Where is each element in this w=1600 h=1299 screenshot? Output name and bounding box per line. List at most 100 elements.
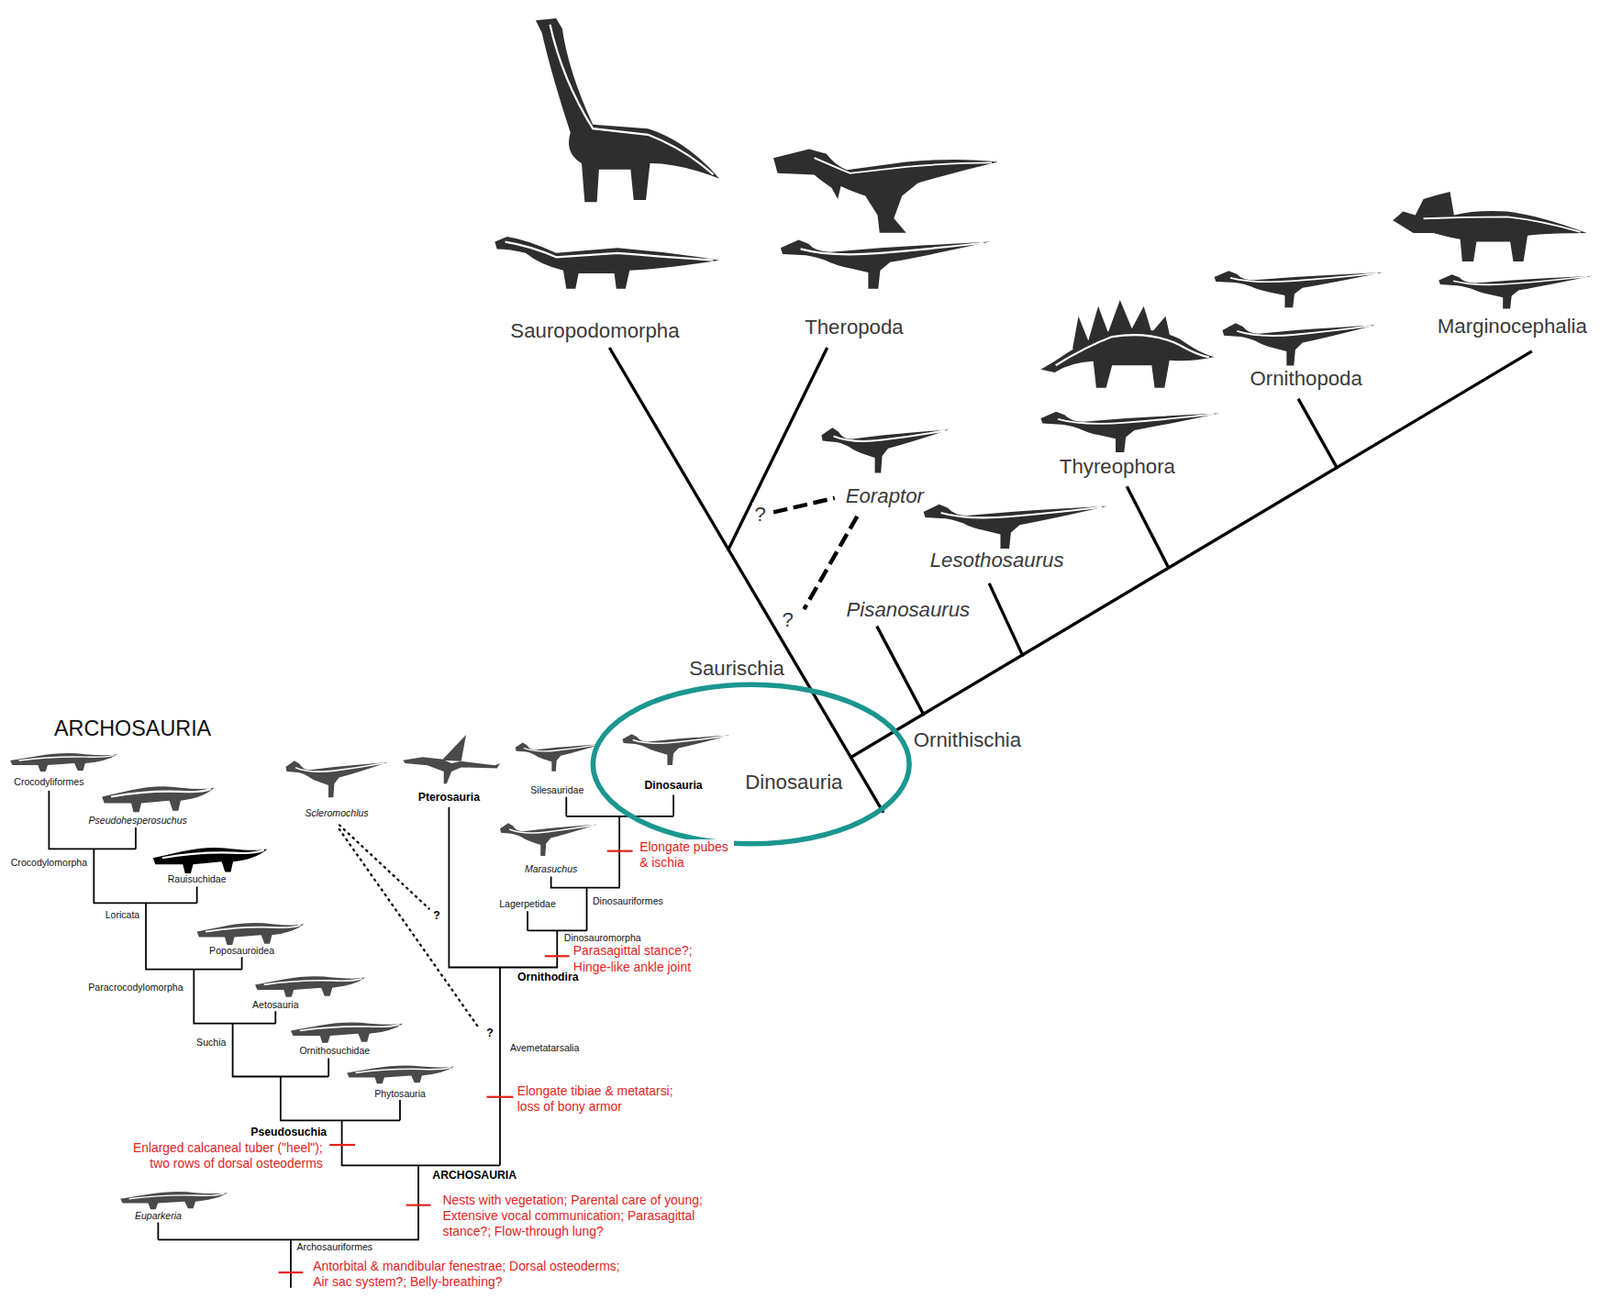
- clade-label: Dinosauriformes: [590, 895, 666, 908]
- croc-figure: [197, 922, 305, 945]
- branch: [289, 1239, 292, 1288]
- clade-label: Paracrocodylomorpha: [86, 981, 185, 994]
- clade-label: Crocodyliformes: [11, 776, 86, 789]
- figure-use: [1438, 274, 1592, 309]
- character-note: Parasagittal stance?; Hinge-like ankle j…: [571, 943, 699, 976]
- synapomorphy-tick: [544, 955, 570, 957]
- synapomorphy-tick: [278, 1271, 304, 1274]
- clade-label: Marginocephalia: [1435, 314, 1589, 340]
- clade-label: Dinosauromorpha: [562, 932, 644, 945]
- branch: [989, 584, 1023, 656]
- croc-figure: [255, 976, 366, 997]
- clade-label: Euparkeria: [133, 1210, 184, 1223]
- highlight-ellipse: Dinosauria Dinosauria: [589, 681, 912, 847]
- branch: [193, 969, 276, 1024]
- scelidosaur-figure: [1040, 411, 1220, 453]
- ornithopod-figure: [1214, 270, 1384, 308]
- dotted-link: [338, 824, 430, 910]
- character-note: Elongate pubes & ischia: [637, 839, 734, 872]
- figure-use: [346, 1065, 455, 1084]
- clade-label: Phytosauria: [372, 1088, 428, 1100]
- figure-use: [500, 822, 598, 856]
- clade-label: Archosauriformes: [294, 1241, 375, 1254]
- figure-use: [101, 786, 214, 812]
- figure-use: [1392, 191, 1587, 262]
- croc-figure: [101, 786, 214, 812]
- clade-label: Crocodylomorpha: [9, 856, 89, 869]
- croc-figure: [120, 1191, 228, 1210]
- branch: [728, 348, 827, 549]
- figure-use: [780, 239, 990, 289]
- branch: [145, 902, 243, 969]
- ellipse-outline: [589, 681, 912, 847]
- branch: [157, 1165, 419, 1240]
- clade-label: Avemetatarsalia: [508, 1042, 581, 1055]
- figure-use: [622, 733, 730, 766]
- clade-label: Ornithopoda: [1247, 366, 1364, 392]
- figure-use: [290, 1022, 403, 1043]
- clade-label: Thyreophora: [1057, 455, 1178, 480]
- clade-label: Aetosauria: [250, 999, 300, 1012]
- clade-label: Silesauridae: [528, 784, 586, 797]
- croc-figure: [10, 753, 118, 772]
- figure-use: [494, 236, 720, 289]
- character-note: Antorbital & mandibular fenestrae; Dorsa…: [311, 1258, 626, 1291]
- uncertainty-mark: ?: [779, 608, 795, 634]
- clade-name: Dinosauria: [743, 770, 845, 796]
- figure-use: [153, 847, 268, 874]
- clade-label: Sauropodomorpha: [508, 319, 681, 345]
- figure-use: [1222, 322, 1376, 366]
- clade-label: ARCHOSAURIA: [430, 1168, 519, 1183]
- lesothosaurus-figure: [923, 504, 1108, 550]
- psittacosaur-figure: [1438, 274, 1592, 309]
- clade-label: Lagerpetidae: [497, 898, 558, 911]
- branch: [342, 1120, 500, 1166]
- croc-figure: [290, 1022, 403, 1043]
- clade-label: Pseudohesperosuchus: [86, 814, 189, 827]
- marasuchus-figure: [500, 822, 598, 856]
- clade-label: Ornithischia: [911, 728, 1023, 754]
- branch: [500, 930, 557, 967]
- croc-figure: [346, 1065, 455, 1084]
- figure-use: [120, 1191, 228, 1210]
- sauropod-figure: [535, 18, 720, 202]
- branch: [610, 348, 883, 812]
- dinosaur-tree-lines: [610, 348, 1531, 812]
- clade-label: Pisanosaurus: [844, 598, 973, 623]
- eoraptor-figure: [821, 427, 949, 473]
- scleromochlus-figure: [285, 760, 388, 798]
- clade-name: Dinosauria: [643, 778, 705, 793]
- pterosaur-figure: [402, 734, 500, 784]
- dashed-link: [773, 498, 835, 513]
- clade-label: Theropoda: [802, 315, 906, 341]
- clade-label: Loricata: [103, 909, 143, 922]
- clade-label: Saurischia: [687, 656, 787, 682]
- tyrannosaur-figure: [773, 148, 999, 233]
- uncertainty-mark: ?: [752, 502, 767, 528]
- synapomorphy-tick: [607, 850, 634, 853]
- clade-label: Ornithodira: [515, 970, 581, 985]
- clade-label: Eoraptor: [844, 484, 926, 510]
- coelophysis-figure: [780, 239, 990, 289]
- ellipse-shape: [592, 684, 910, 844]
- ornithopod-figure: [1222, 322, 1376, 366]
- synapomorphy-tick: [329, 1144, 356, 1146]
- uncertain-links: [773, 498, 857, 610]
- figure-use: [535, 18, 720, 202]
- branch: [527, 911, 588, 931]
- dotted-link: [338, 828, 478, 1028]
- clade-label: Poposauroidea: [207, 944, 277, 957]
- character-note: Elongate tibiae & metatarsi; loss of bon…: [515, 1083, 679, 1116]
- figure-use: [285, 760, 388, 798]
- character-note: Nests with vegetation; Parental care of …: [440, 1192, 709, 1241]
- figure-use: [197, 922, 305, 945]
- clade-label: Rauisuchidae: [166, 873, 229, 886]
- figure-use: [402, 734, 500, 784]
- figure-use: [1040, 300, 1214, 389]
- branch: [1299, 400, 1337, 467]
- dinosaur-figure: [622, 733, 730, 766]
- figure-use: [1214, 270, 1384, 308]
- branch: [448, 807, 500, 1166]
